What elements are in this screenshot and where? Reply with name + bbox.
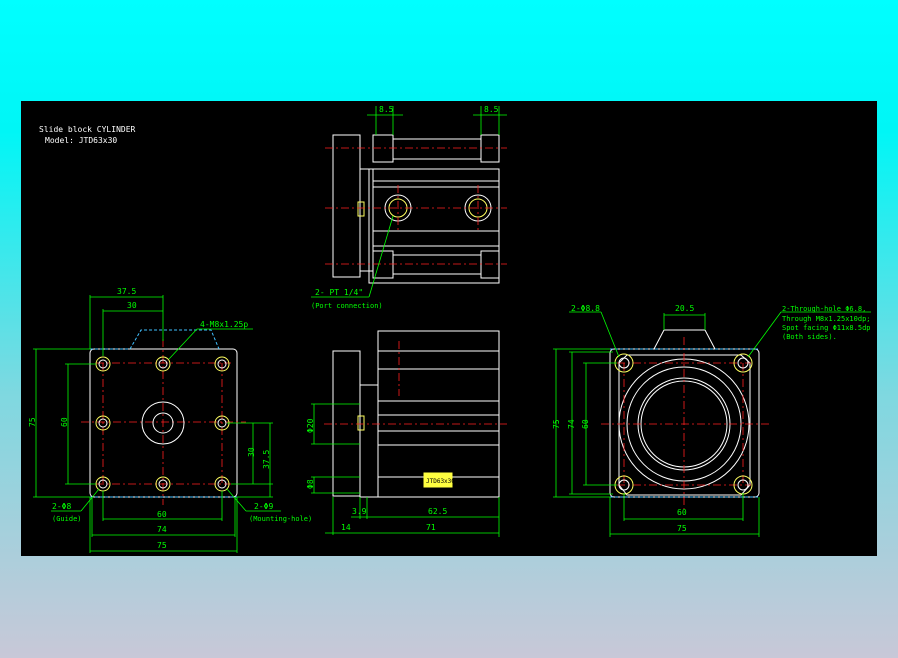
rear-note-through-3: Spot facing Φ11x8.5dp <box>782 324 871 332</box>
front-dim-60-left: 60 <box>60 417 69 427</box>
rear-dim-74-left: 74 <box>567 419 576 429</box>
rear-dim-75-bottom: 75 <box>677 524 687 533</box>
front-view: 37.5 30 4-M8x1.25p 75 60 30 37.5 2-Φ8 (G… <box>28 287 312 553</box>
rear-note-through-2: Through M8x1.25x10dp; <box>782 315 871 323</box>
rear-dim-60-left: 60 <box>581 419 590 429</box>
rear-dim-20-5: 20.5 <box>675 304 694 313</box>
top-dim-8-5-left: 8.5 <box>379 105 394 114</box>
rear-dim-75-left: 75 <box>552 419 561 429</box>
top-dim-8-5-right: 8.5 <box>484 105 499 114</box>
front-dim-30-right: 30 <box>247 447 256 457</box>
side-dim-62-5: 62.5 <box>428 507 447 516</box>
front-note-guide-sub: (Guide) <box>52 515 82 523</box>
top-view: 8.5 8.5 2- PT 1/4" (Port connection) <box>311 105 507 310</box>
front-note-mount-sub: (Mounting-hole) <box>249 515 312 523</box>
front-note-mount: 2-Φ9 <box>254 502 273 511</box>
front-dim-75-bottom: 75 <box>157 541 167 550</box>
side-dim-71: 71 <box>426 523 436 532</box>
front-dim-60-bottom: 60 <box>157 510 167 519</box>
side-dim-14: 14 <box>341 523 351 532</box>
rear-note-through-1: 2-Through-hole Φ6.8, <box>782 305 866 313</box>
rear-note-through-4: (Both sides). <box>782 333 837 341</box>
rear-dim-60-bottom: 60 <box>677 508 687 517</box>
front-dim-37-5: 37.5 <box>117 287 136 296</box>
front-dim-37-5-right: 37.5 <box>262 450 271 469</box>
rear-note-hole: 2-Φ8.8 <box>571 304 600 313</box>
top-note-port: 2- PT 1/4" <box>315 288 363 297</box>
model-label-plate <box>423 472 453 488</box>
title-line1: Slide block CYLINDER <box>39 125 136 134</box>
front-note-guide: 2-Φ8 <box>52 502 71 511</box>
front-dim-74-bottom: 74 <box>157 525 167 534</box>
side-dim-phi8: Φ8 <box>306 479 315 489</box>
model-label-text: JTD63x30 <box>426 478 455 485</box>
front-note-thread: 4-M8x1.25p <box>200 320 248 329</box>
rear-view: 2-Φ8.8 20.5 2-Through-hole Φ6.8, Through… <box>552 304 871 537</box>
cad-drawing: Slide block CYLINDER Model: JTD63x30 <box>28 105 871 553</box>
side-view: JTD63x30 Φ20 Φ8 3.9 62.5 14 71 <box>306 330 507 537</box>
front-dim-30-top: 30 <box>127 301 137 310</box>
front-dim-75-left: 75 <box>28 417 37 427</box>
cad-drawing-area[interactable]: Slide block CYLINDER Model: JTD63x30 <box>21 101 877 556</box>
side-dim-phi20: Φ20 <box>306 418 315 433</box>
top-note-port-sub: (Port connection) <box>311 302 383 310</box>
side-dim-3-9: 3.9 <box>352 507 367 516</box>
title-line2: Model: JTD63x30 <box>45 136 117 145</box>
